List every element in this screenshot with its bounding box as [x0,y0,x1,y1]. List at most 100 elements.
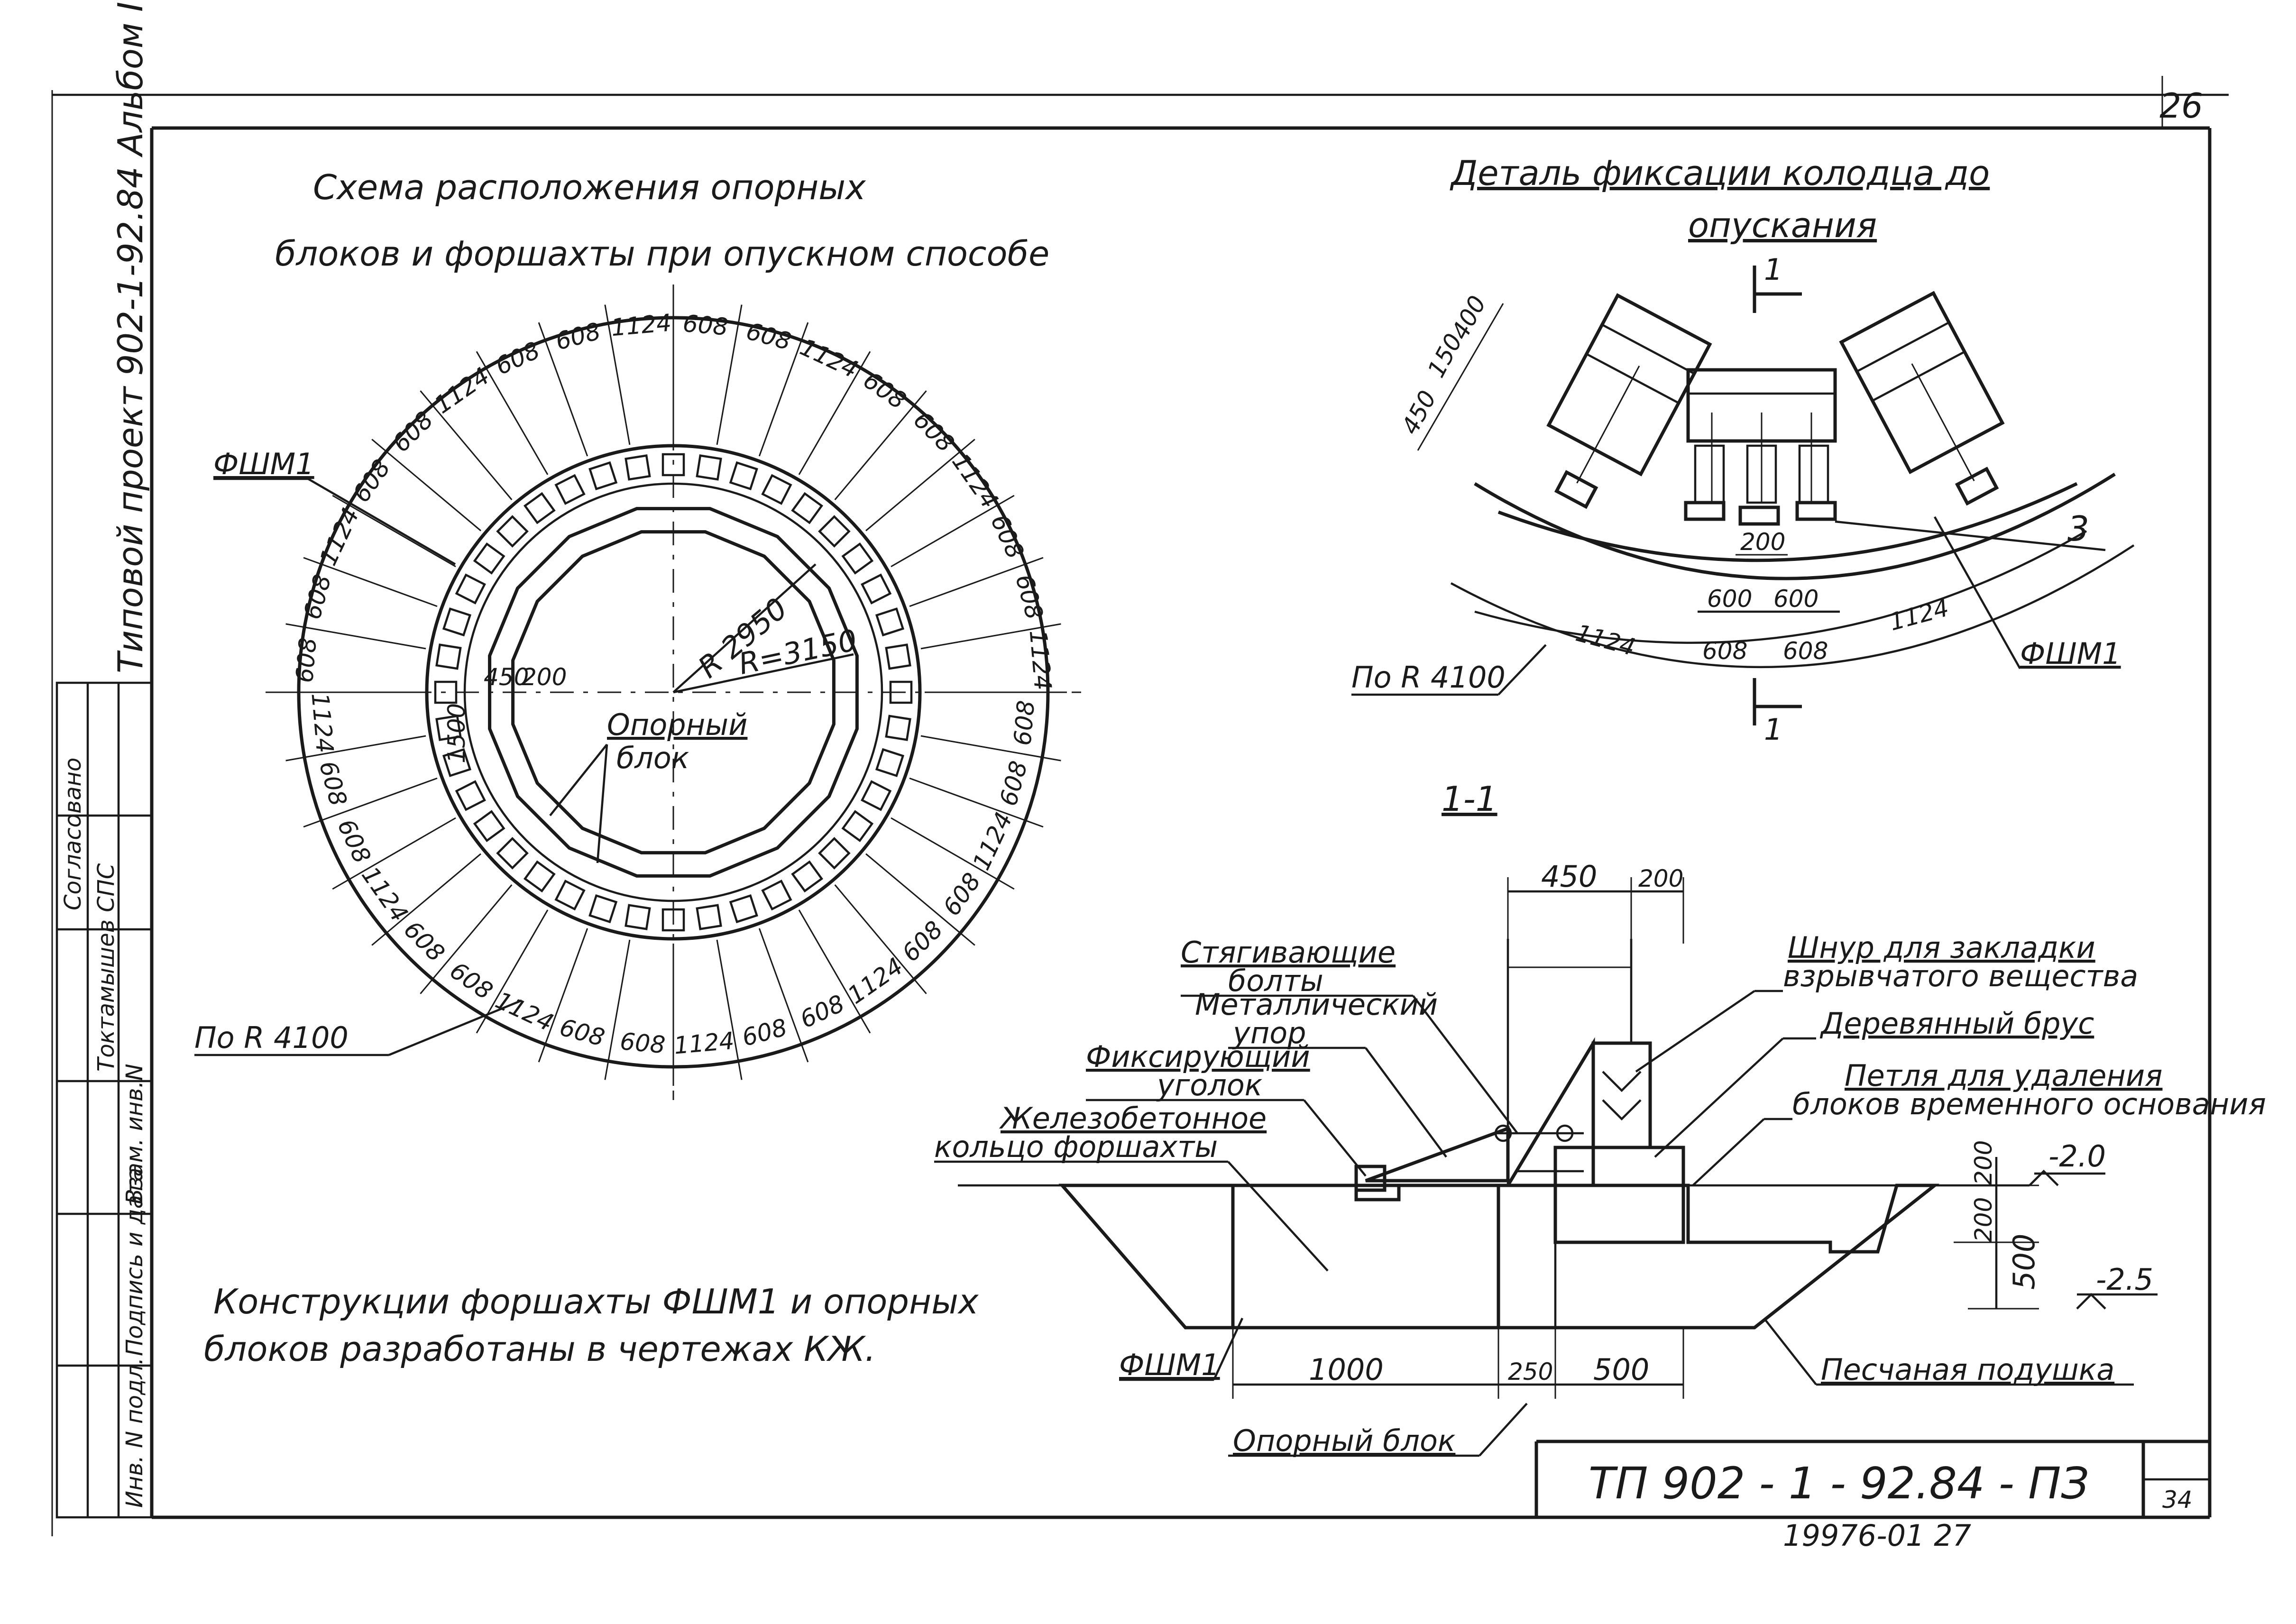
ring-dim-label: 1124 [491,986,558,1037]
label-loop-2: блоков временного основания [1792,1087,2266,1121]
label-angle-2: уголок [1156,1068,1263,1102]
support-block [473,810,505,843]
label-angle-1: Фиксирующий [1086,1039,1310,1074]
ring-dim-label: 608 [938,868,986,920]
ring-dim-label: 1124 [843,952,908,1009]
stamp-inv-no: Инв. N подл. [121,1358,148,1508]
support-block [473,542,505,575]
support-block [496,515,529,548]
support-block [841,542,874,575]
ring-dim-label: 1124 [967,808,1018,874]
support-block [861,780,892,811]
support-block [696,904,722,930]
detail-fsh-label: ФШМ1 [2020,636,2121,671]
section-dim-v500: 500 [2007,1234,2041,1290]
ring-dim-label: 1124 [673,1027,735,1060]
support-block [588,894,618,924]
support-block [435,643,462,670]
ring-ray [834,390,927,500]
ring-ray [716,304,743,445]
ring-dim-label: 608 [994,758,1033,809]
well-outer-polygon [488,507,859,878]
ring-ray [834,884,927,994]
ring-ray [285,735,426,762]
note-line2: блоков разработаны в чертежах КЖ. [204,1329,876,1369]
stamp-person: Токтамышев СПС [93,863,119,1072]
ring-dim-label: 608 [398,916,450,967]
ring-dim-label: 608 [739,1013,790,1052]
label-beam: Деревянный брус [1819,1006,2094,1041]
support-block [875,607,905,637]
ring-ray [891,495,1015,568]
ring-ray [909,777,1044,828]
section-dim-1000: 1000 [1309,1352,1384,1387]
left-stamp: Согласовано Токтамышев СПС Инв. N подл. … [55,681,153,1519]
bottom-number: 19976-01 27 [1783,1518,1971,1553]
ring-ray [716,939,743,1080]
section-dim-450: 450 [1541,859,1597,894]
detail-dim-600a: 600 [1707,585,1752,613]
ring-dim-label: 608 [291,636,322,684]
support-block [875,748,905,777]
label-ring-2: кольцо форшахты [934,1129,1218,1164]
support-block [791,492,824,524]
note-line1: Конструкции форшахты ФШМ1 и опорных [213,1282,979,1321]
ring-ray [604,304,631,445]
label-support: Опорный блок [1233,1423,1456,1458]
drawing-code: ТП 902 - 1 - 92.84 - ПЗ [1589,1458,2089,1509]
label-cord-2: взрывчатого вещества [1783,959,2138,993]
section-dim-v200b: 200 [1970,1197,1997,1242]
ring-dim-label: 608 [858,366,911,414]
support-block [554,474,586,505]
ring-dim-label: 608 [908,406,959,457]
detail-plan: 1 1 450 150 [1351,252,2135,747]
main-view-title-line2: блоков и форшахты при опускном способе [275,234,1049,274]
support-block [442,607,472,637]
ring-ray [920,623,1061,650]
support-block [729,461,758,491]
ring-ray [798,909,871,1034]
support-block [729,894,758,924]
support-block [442,748,472,777]
support-block-label-1: Опорный [607,707,747,742]
detail-radius-label: По R 4100 [1351,660,1506,695]
support-block [554,880,586,911]
detail-dim-1124a: 1124 [1573,619,1638,661]
ring-dim-label: 1124 [610,309,672,342]
support-block [455,780,486,811]
section-dim-200: 200 [1638,865,1683,892]
ring-ray [909,557,1044,607]
support-block-label-2: блок [616,741,689,775]
ring-ray [891,817,1015,890]
ring-dim-label: 608 [314,758,352,809]
support-block [435,715,462,741]
title-block: ТП 902 - 1 - 92.84 - ПЗ 34 [1534,1440,2210,1517]
support-block [861,573,892,605]
support-block [885,643,911,670]
support-block [496,837,529,870]
ring-ray [865,439,975,532]
ring-ray [420,884,513,994]
support-block [761,880,792,911]
support-block [455,573,486,605]
ring-ray [303,557,438,607]
dim-200: 200 [522,663,567,691]
stamp-agreed: Согласовано [60,758,86,910]
ring-dim-label: 608 [445,957,497,1005]
ring-ray [332,817,456,890]
label-sand: Песчаная подушка [1821,1352,2114,1387]
main-view-title-line1: Схема расположения опорных [313,167,866,207]
support-block [523,860,556,893]
label-fsh-section: ФШМ1 [1119,1348,1220,1382]
ring-ray [303,777,438,828]
ring-ray [538,322,588,457]
ring-dim-label: 608 [557,1013,607,1052]
support-block [818,515,851,548]
ring-dim-label: 608 [347,455,395,507]
support-blocks [434,453,913,932]
fsh-label-main: ФШМ1 [213,447,314,481]
side-project-label: Типовой проект 902-1-92.84 Альбом I [110,2,150,673]
support-block [523,492,556,524]
